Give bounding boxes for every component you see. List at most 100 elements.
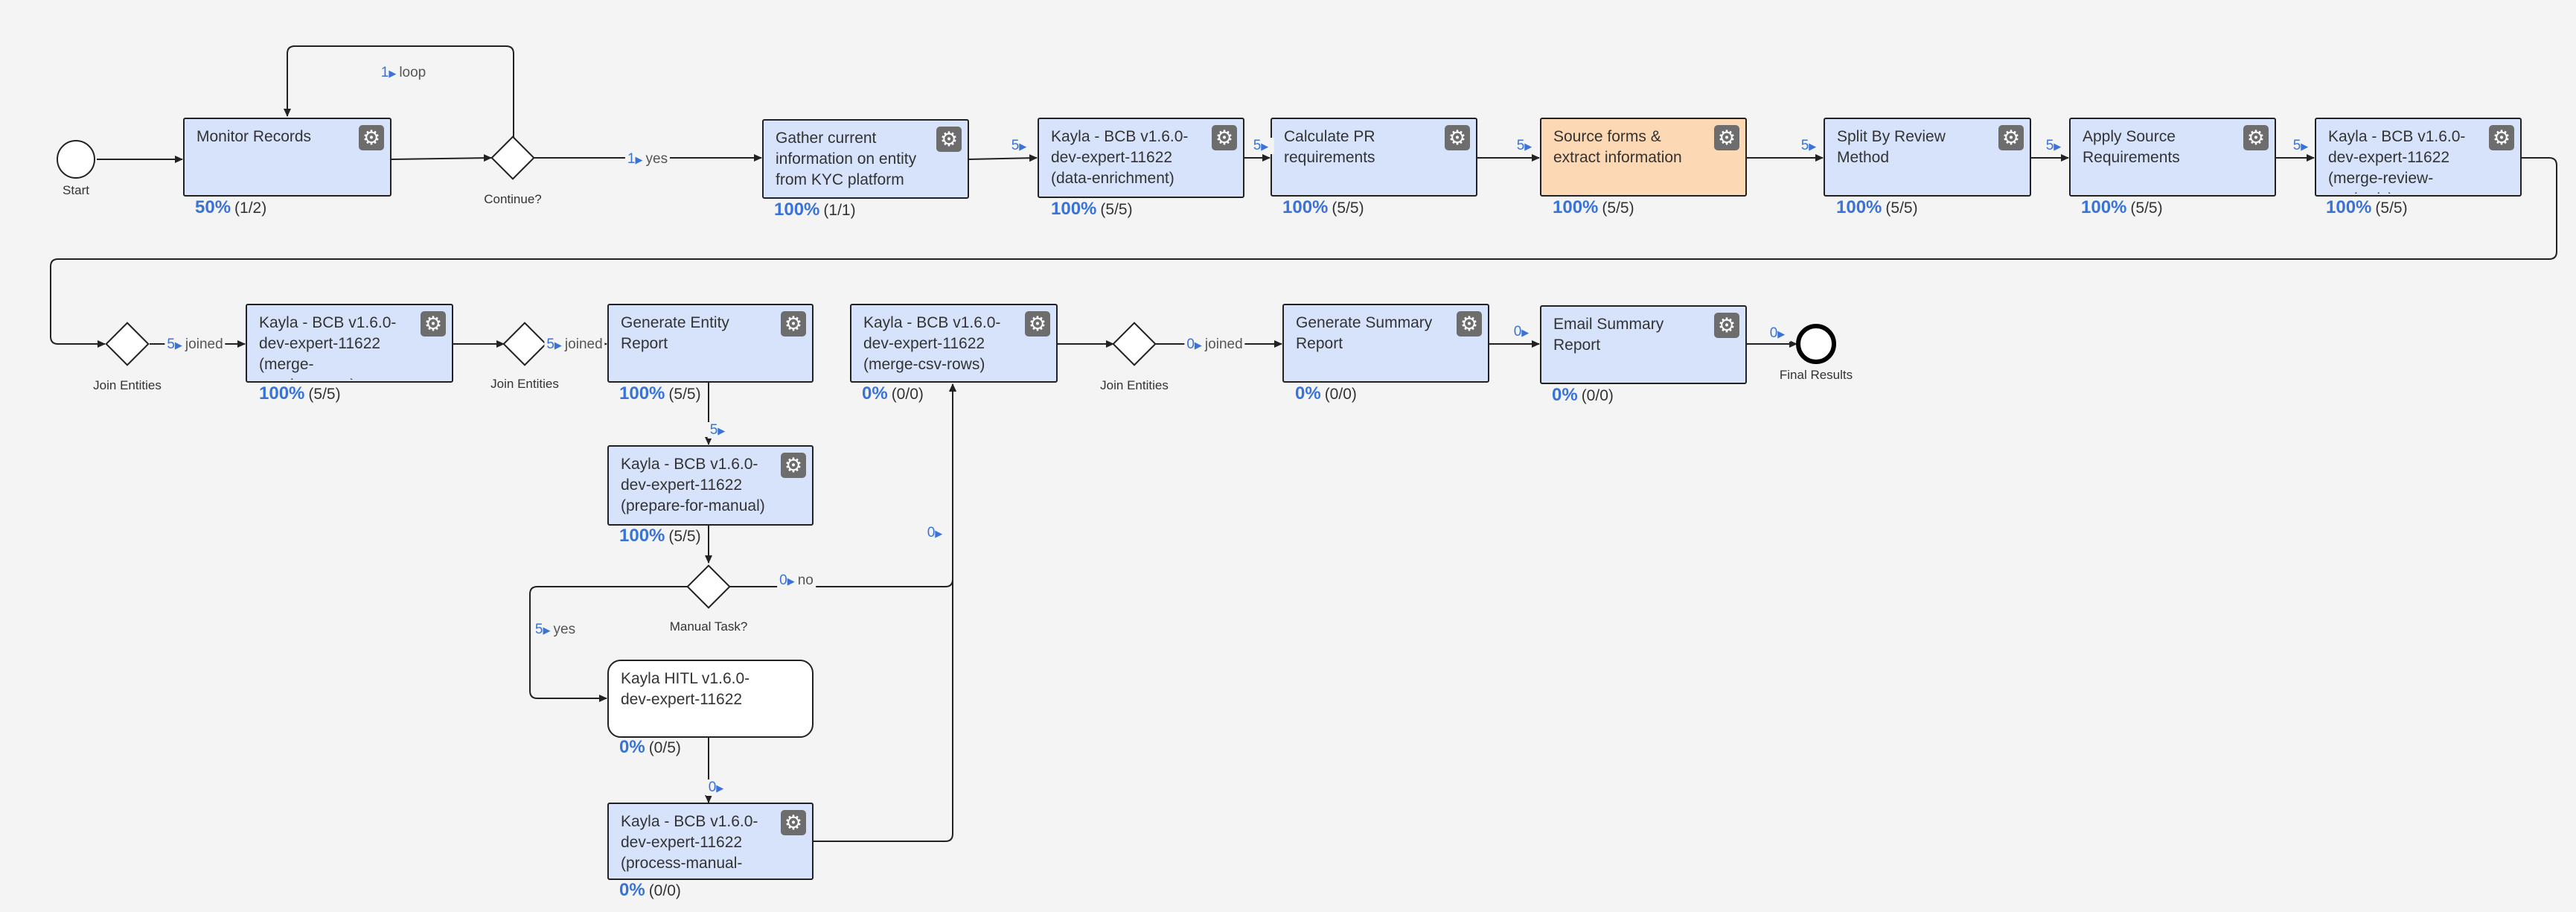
task-apply-progress: 100%(5/5) [2081, 197, 2163, 218]
task-label: Apply Source Requirements [2083, 128, 2180, 166]
flow-loop [284, 45, 514, 137]
progress-count: (1/2) [234, 200, 267, 217]
edge-count: 1 [627, 151, 636, 167]
progress-percent: 100% [2081, 197, 2127, 217]
progress-percent: 100% [1836, 197, 1882, 217]
gear-icon[interactable]: ⚙ [1714, 313, 1739, 338]
play-icon: ▶ [935, 528, 943, 539]
task-gather-progress: 100%(1/1) [774, 200, 856, 220]
gateway-join2 [502, 322, 547, 366]
progress-percent: 0% [619, 737, 645, 757]
task-split-review[interactable]: Split By Review Method ⚙ [1824, 118, 2031, 197]
edge-count: 5 [1011, 138, 1020, 153]
task-merge-csv-rows[interactable]: Kayla - BCB v1.6.0- dev-expert-11622 (me… [850, 304, 1058, 383]
task-generate-summary[interactable]: Generate Summary Report ⚙ [1282, 304, 1489, 383]
play-icon: ▶ [543, 625, 551, 636]
task-merge-review-methods[interactable]: Kayla - BCB v1.6.0- dev-expert-11622 (me… [2315, 118, 2522, 197]
play-icon: ▶ [174, 339, 182, 351]
gateway-join2-label: Join Entities [490, 377, 559, 391]
task-label: Generate Entity Report [621, 314, 729, 352]
edge-count: 5 [2045, 138, 2054, 153]
edge-label-prepare: 5▶ [707, 422, 731, 439]
task-apply-source[interactable]: Apply Source Requirements ⚙ [2069, 118, 2276, 197]
edge-label-csv-in: 0▶ [924, 525, 948, 541]
edge-label-join2: 5▶joined [544, 337, 605, 353]
task-mergereview-progress: 100%(5/5) [2326, 197, 2408, 218]
play-icon: ▶ [554, 339, 562, 351]
task-label: Kayla - BCB v1.6.0- dev-expert-11622 (pr… [621, 813, 758, 877]
task-hitl-progress: 0%(0/5) [619, 737, 681, 758]
edge-count: 0 [779, 573, 787, 588]
progress-percent: 100% [619, 383, 665, 404]
task-hitl-manual[interactable]: Kayla HITL v1.6.0- dev-expert-11622 [607, 660, 814, 738]
edge-count: 5 [1800, 138, 1809, 153]
progress-percent: 100% [1553, 197, 1599, 217]
edge-label-apply: 5▶ [2043, 138, 2067, 154]
task-label: Email Summary Report [1553, 316, 1664, 354]
flow-gather-enrich [968, 154, 1038, 162]
progress-count: (0/0) [1581, 387, 1614, 404]
gear-icon[interactable]: ⚙ [421, 311, 446, 337]
play-icon: ▶ [1261, 141, 1269, 152]
gear-icon[interactable]: ⚙ [359, 125, 384, 150]
edge-text: joined [564, 337, 603, 352]
edge-label-loop: 1▶loop [378, 65, 429, 81]
play-icon: ▶ [1194, 339, 1202, 351]
task-label: Kayla - BCB v1.6.0- dev-expert-11622 (da… [1051, 128, 1189, 187]
edge-count: 5 [534, 622, 543, 637]
progress-percent: 0% [619, 880, 645, 900]
task-data-enrichment[interactable]: Kayla - BCB v1.6.0- dev-expert-11622 (da… [1038, 118, 1244, 198]
flow-mergereview-join1 [50, 157, 2557, 348]
task-prepare-for-manual[interactable]: Kayla - BCB v1.6.0- dev-expert-11622 (pr… [607, 445, 814, 526]
task-entity-progress: 100%(5/5) [619, 383, 701, 404]
task-monitor-records[interactable]: Monitor Records ⚙ [183, 118, 391, 197]
edge-text: joined [1204, 337, 1243, 352]
gear-icon[interactable]: ⚙ [1025, 311, 1050, 337]
gear-icon[interactable]: ⚙ [781, 810, 806, 835]
task-gather-info[interactable]: Gather current information on entity fro… [762, 119, 969, 199]
progress-count: (5/5) [1885, 200, 1918, 217]
edge-count: 0 [927, 525, 936, 540]
task-calculate-pr[interactable]: Calculate PR requirements ⚙ [1271, 118, 1477, 197]
play-icon: ▶ [2054, 141, 2062, 152]
progress-count: (5/5) [1602, 200, 1634, 217]
progress-count: (0/5) [648, 739, 681, 756]
progress-percent: 100% [259, 383, 305, 404]
task-label: Kayla HITL v1.6.0- dev-expert-11622 [621, 670, 750, 708]
task-merge-requirements[interactable]: Kayla - BCB v1.6.0- dev-expert-11622 (me… [246, 304, 453, 383]
task-mergereq-progress: 100%(5/5) [259, 383, 341, 404]
task-process-manual-result[interactable]: Kayla - BCB v1.6.0- dev-expert-11622 (pr… [607, 803, 814, 880]
gear-icon[interactable]: ⚙ [2243, 125, 2269, 150]
play-icon: ▶ [717, 425, 726, 436]
task-label: Split By Review Method [1837, 128, 1946, 166]
gear-icon[interactable]: ⚙ [1714, 125, 1739, 150]
gateway-join3-label: Join Entities [1100, 378, 1169, 392]
gear-icon[interactable]: ⚙ [1445, 125, 1470, 150]
play-icon: ▶ [635, 154, 643, 165]
edge-label-source: 5▶ [1514, 138, 1538, 154]
gateway-continue [490, 135, 535, 180]
edge-count: 5 [546, 337, 554, 352]
gear-icon[interactable]: ⚙ [1457, 311, 1482, 337]
task-label: Kayla - BCB v1.6.0- dev-expert-11622 (me… [863, 314, 1001, 373]
gear-icon[interactable]: ⚙ [936, 127, 962, 152]
play-icon: ▶ [1524, 141, 1533, 152]
progress-percent: 0% [862, 383, 888, 404]
gear-icon[interactable]: ⚙ [1212, 125, 1237, 150]
play-icon: ▶ [2301, 141, 2309, 152]
task-email-summary[interactable]: Email Summary Report ⚙ [1540, 305, 1747, 384]
start-event [57, 140, 95, 179]
gear-icon[interactable]: ⚙ [781, 453, 806, 478]
play-icon: ▶ [389, 68, 397, 79]
gateway-join1-label: Join Entities [93, 378, 162, 392]
task-generate-entity-report[interactable]: Generate Entity Report ⚙ [607, 304, 814, 383]
task-summary-progress: 0%(0/0) [1295, 383, 1357, 404]
progress-percent: 100% [1282, 197, 1329, 217]
play-icon: ▶ [1809, 141, 1817, 152]
gear-icon[interactable]: ⚙ [1998, 125, 2024, 150]
edge-count: 5 [709, 422, 718, 438]
task-source-forms[interactable]: Source forms & extract information ⚙ [1540, 118, 1747, 197]
play-icon: ▶ [787, 575, 795, 587]
gear-icon[interactable]: ⚙ [2489, 125, 2514, 150]
gear-icon[interactable]: ⚙ [781, 311, 806, 337]
